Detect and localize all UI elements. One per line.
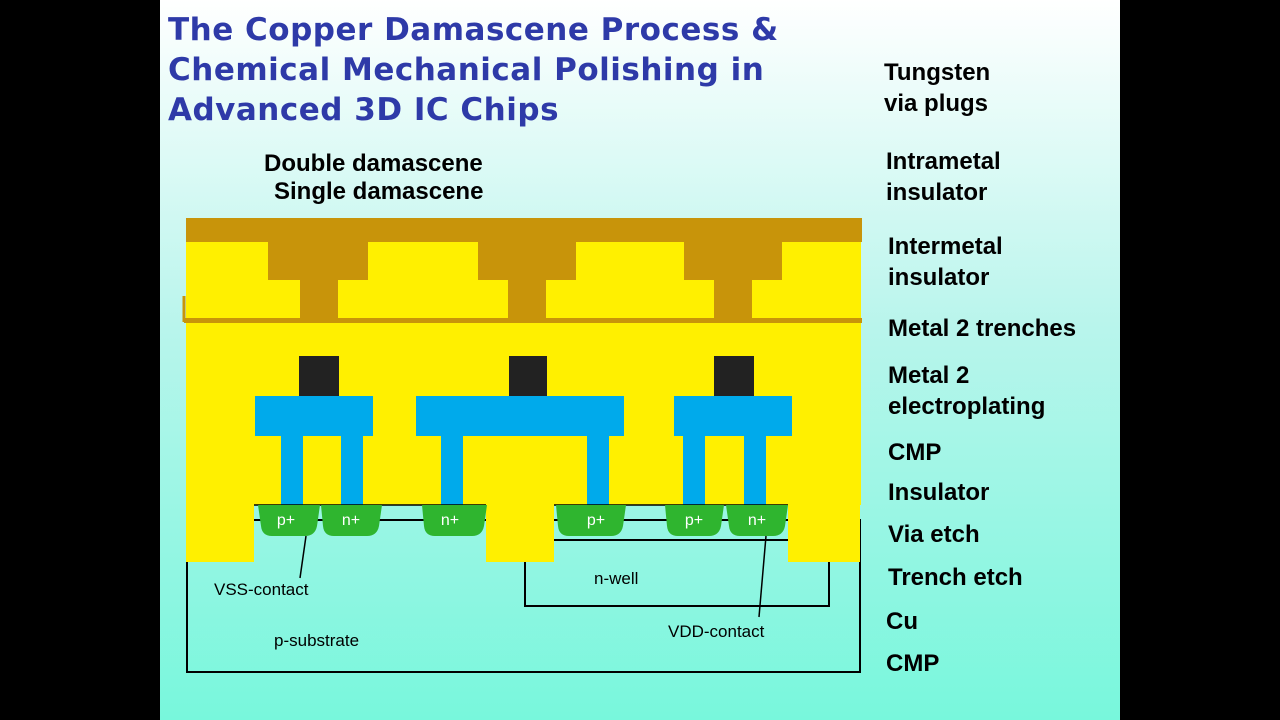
diffusion-label: n+ — [748, 512, 766, 529]
diffusion-label: n+ — [441, 512, 459, 529]
slide-title: The Copper Damascene Process & Chemical … — [168, 12, 779, 128]
diffusion-label: p+ — [685, 512, 703, 529]
step-cmp-2: CMP — [886, 650, 940, 677]
step-cu: Cu — [886, 608, 918, 635]
diffusion-regions — [258, 505, 788, 536]
diffusion-label: p+ — [587, 512, 605, 529]
n-well-label: n-well — [594, 569, 638, 588]
p-substrate-label: p-substrate — [274, 631, 359, 650]
n-well-outline — [524, 539, 830, 607]
step-intrametal-insulator: Intrametal insulator — [886, 148, 1001, 206]
vss-leader-line — [299, 535, 307, 579]
step-metal2-trenches: Metal 2 trenches — [888, 315, 1077, 342]
step-via-etch: Via etch — [888, 521, 980, 548]
vdd-contact-label: VDD-contact — [668, 622, 765, 641]
double-damascene-label: Double damascene — [264, 150, 483, 177]
step-metal2-electroplating: Metal 2 electroplating — [888, 362, 1046, 420]
diffusion-label: p+ — [277, 512, 295, 529]
vdd-leader-line — [758, 535, 767, 618]
diffusion-label: n+ — [342, 512, 360, 529]
slide: The Copper Damascene Process & Chemical … — [160, 0, 1120, 720]
step-insulator: Insulator — [888, 479, 990, 506]
single-damascene-label: Single damascene — [274, 178, 484, 205]
step-intermetal-insulator: Intermetal insulator — [888, 233, 1003, 291]
step-tungsten-via-plugs: Tungsten via plugs — [884, 59, 991, 117]
step-trench-etch: Trench etch — [888, 564, 1023, 591]
tungsten-plugs — [299, 356, 754, 396]
vss-contact-label: VSS-contact — [214, 580, 309, 599]
metal1-lines — [255, 396, 792, 506]
step-cmp-1: CMP — [888, 439, 942, 466]
copper-layer — [184, 218, 862, 323]
cross-section-diagram: p+ n+ n+ p+ p+ n+ VSS-contact n-well p-s… — [182, 218, 862, 673]
